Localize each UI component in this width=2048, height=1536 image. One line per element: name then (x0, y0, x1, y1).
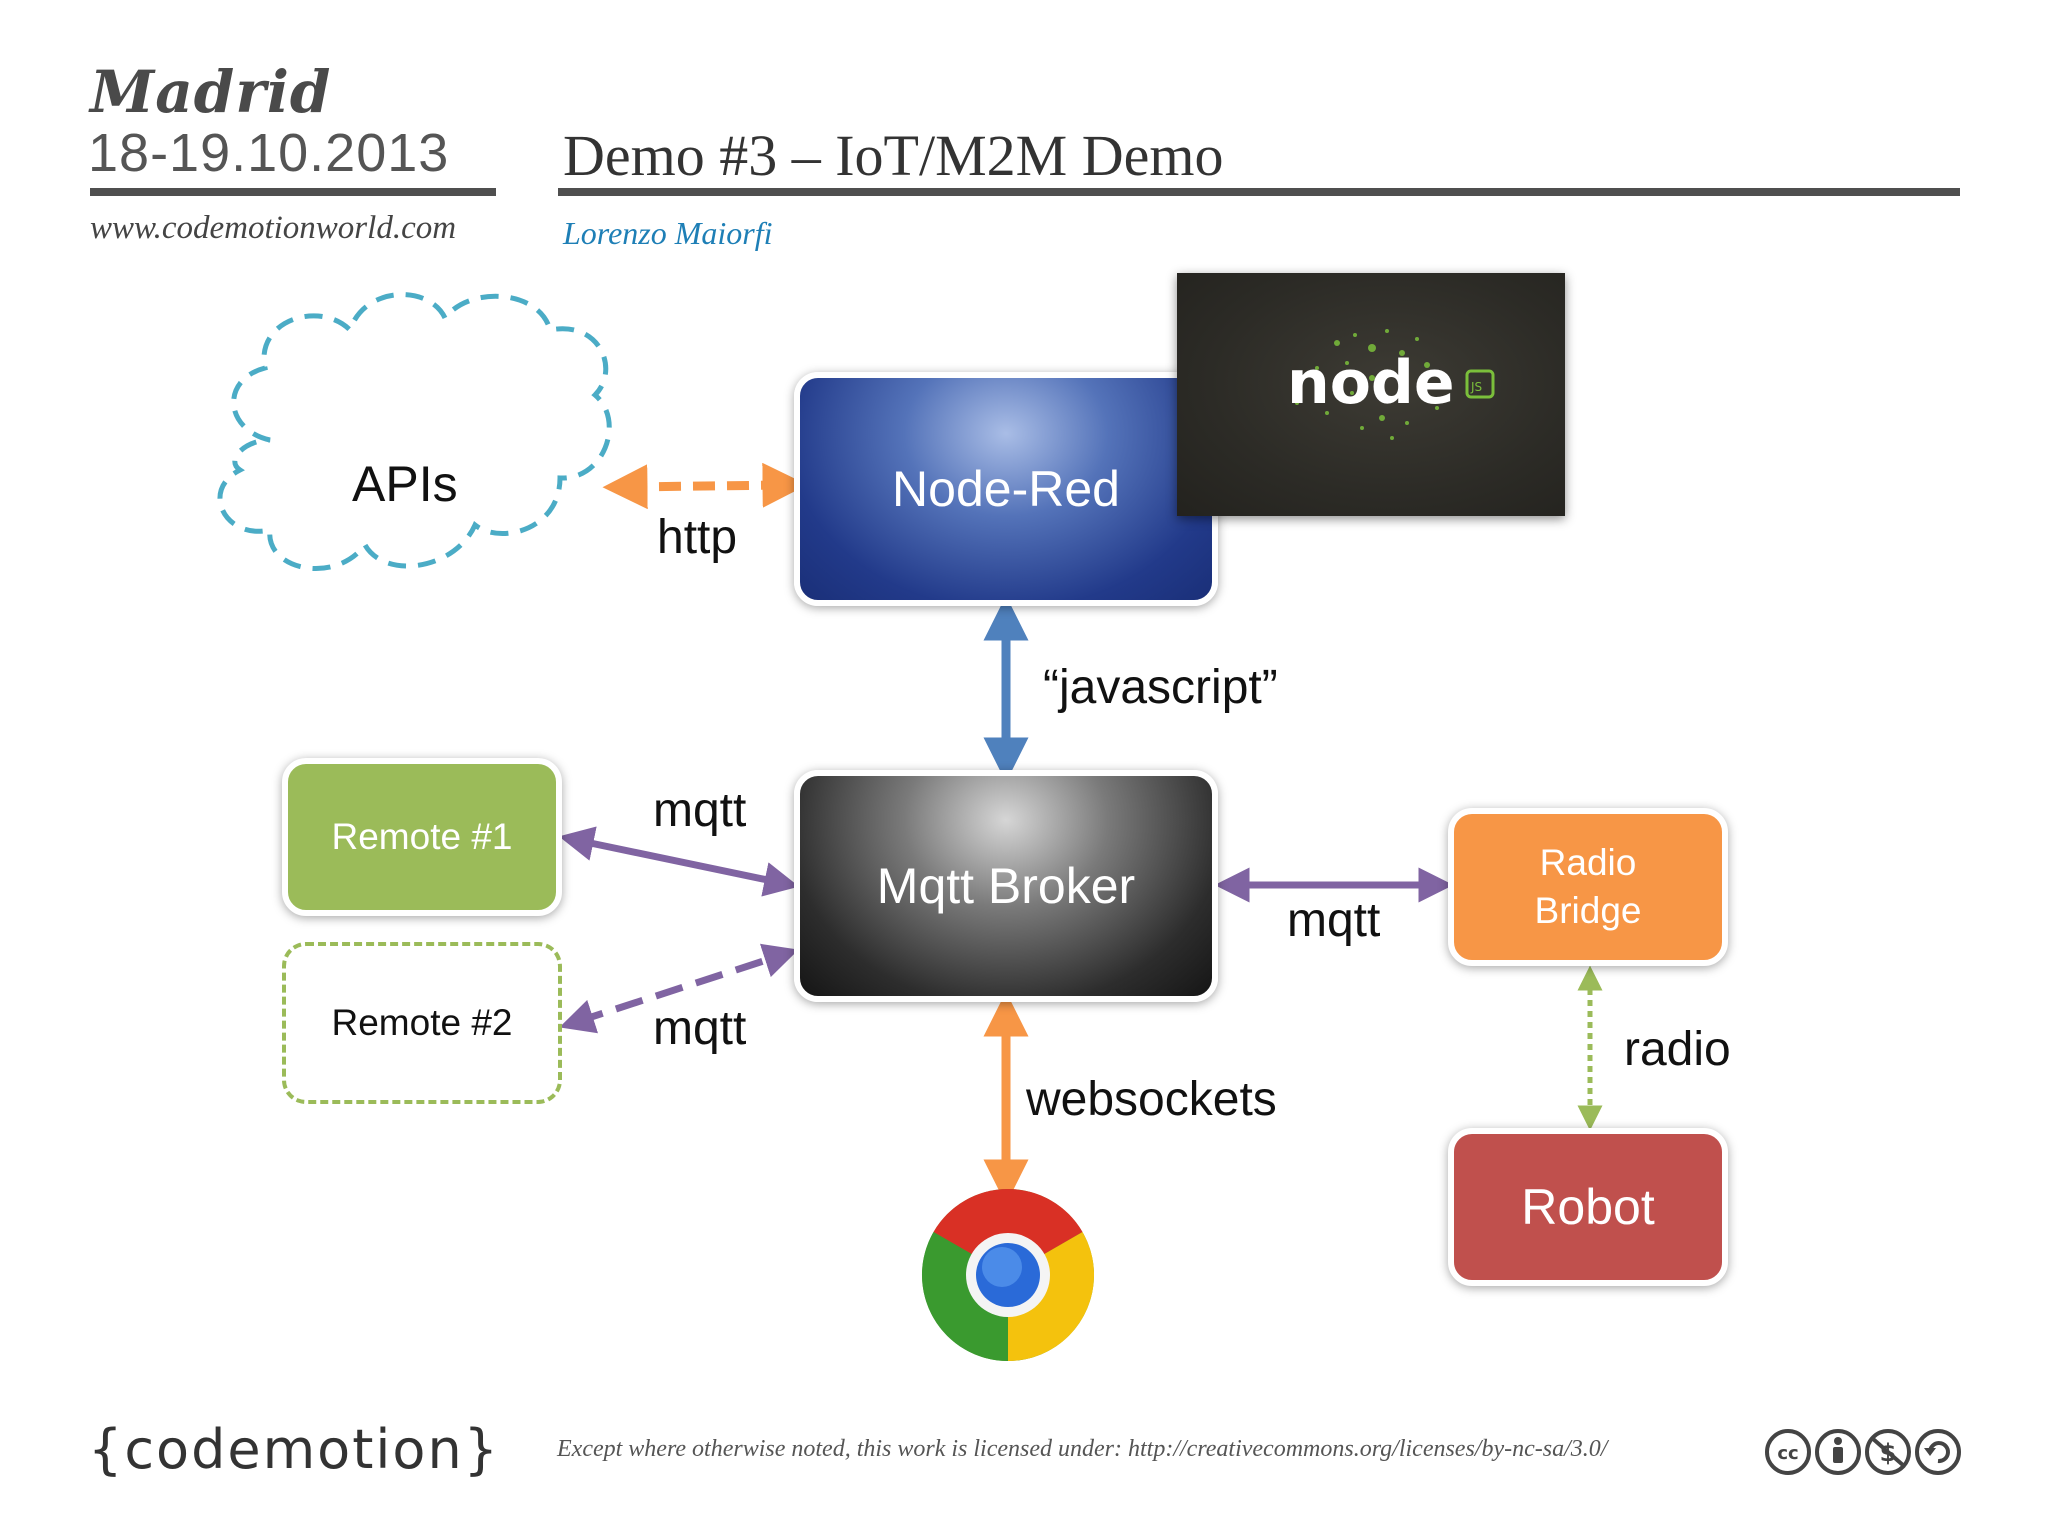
license-text: Except where otherwise noted, this work … (557, 1436, 1608, 1462)
mqtt-bridge-label: mqtt (1287, 894, 1381, 947)
mqtt-broker-label: Mqtt Broker (876, 858, 1136, 914)
apis-cloud (217, 292, 612, 571)
radio-bridge-label-line2: Bridge (1534, 890, 1642, 931)
remote2-label: Remote #2 (331, 1002, 513, 1043)
brand-divider (90, 188, 496, 196)
slide-author: Lorenzo Maiorfi (563, 215, 773, 251)
brand-dates: 18-19.10.2013 (88, 123, 450, 183)
mqtt-remote2-label: mqtt (653, 1002, 747, 1055)
radio-bridge-label-line1: Radio (1539, 842, 1637, 883)
javascript-label: “javascript” (1043, 661, 1278, 714)
robot-label: Robot (1521, 1179, 1655, 1235)
node-red-box: Node-Red (794, 372, 1218, 606)
mqtt-remote2-arrow (559, 943, 799, 1034)
by-icon (1815, 1429, 1861, 1475)
remote2-box: Remote #2 (282, 942, 562, 1104)
mqtt-remote1-label: mqtt (653, 784, 747, 837)
nodejs-wordmark: node (1287, 348, 1455, 418)
cc-badge-text: cc (1777, 1443, 1798, 1464)
http-arrow (602, 462, 808, 510)
node-red-label: Node-Red (892, 461, 1120, 517)
radio-bridge-box: Radio Bridge (1448, 808, 1728, 966)
robot-box: Robot (1448, 1128, 1728, 1286)
nodejs-badge: JS (1470, 380, 1482, 394)
radio-label: radio (1624, 1023, 1731, 1076)
title-divider (558, 188, 1960, 196)
cc-icon (1765, 1429, 1811, 1475)
websockets-label: websockets (1026, 1073, 1277, 1126)
brand-city: Madrid (90, 58, 332, 126)
brand-url: www.codemotionworld.com (90, 210, 457, 246)
nodejs-logo: node JS (1287, 329, 1495, 440)
chrome-icon (921, 1188, 1095, 1361)
sa-icon (1915, 1429, 1961, 1475)
slide-title: Demo #3 – IoT/M2M Demo (563, 123, 1224, 188)
mqtt-broker-box: Mqtt Broker (794, 770, 1218, 1002)
nc-icon (1865, 1429, 1911, 1475)
remote1-label: Remote #1 (331, 816, 513, 857)
http-label: http (657, 511, 738, 564)
mqtt-remote1-arrow (558, 826, 800, 897)
apis-label: APIs (352, 456, 458, 512)
codemotion-logo: {codemotion} (88, 1418, 501, 1481)
remote1-box: Remote #1 (282, 758, 562, 916)
cc-license-badges: cc $ (1765, 1429, 1961, 1475)
nodejs-logo-panel: node JS (1177, 273, 1565, 516)
